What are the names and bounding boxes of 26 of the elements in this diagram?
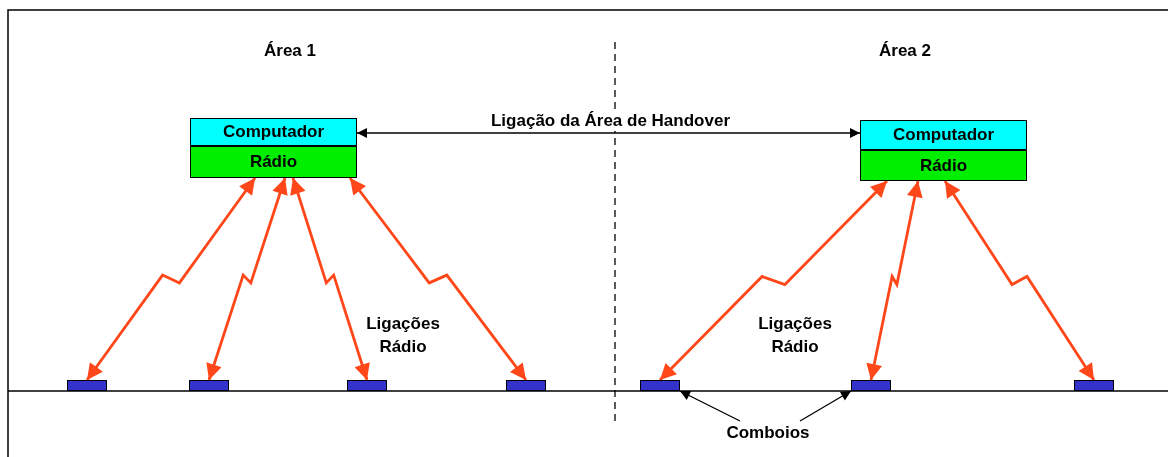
train-label: Comboios (712, 421, 824, 445)
radio-box: Rádio (860, 150, 1027, 181)
train-bar (640, 380, 680, 391)
radio-link-arrow (659, 180, 888, 381)
radio-link-arrow (348, 177, 528, 381)
radio-box: Rádio (190, 146, 357, 178)
train-bar (506, 380, 546, 391)
train-bar (851, 380, 891, 391)
area-title: Área 2 (878, 40, 932, 62)
radio-link-arrow (866, 180, 923, 381)
radio-link-arrow (85, 177, 257, 381)
leader-line (679, 390, 741, 422)
link-arrow (356, 128, 861, 138)
train-bar (189, 380, 229, 391)
leader-line (799, 390, 852, 422)
radio-link-arrow (943, 180, 1096, 381)
radio-link-arrow (206, 177, 288, 381)
train-bar (67, 380, 107, 391)
area-title: Área 1 (263, 40, 317, 62)
computer-box: Computador (860, 120, 1027, 150)
link-caption: Ligações Rádio (365, 313, 441, 358)
link-caption: Ligações Rádio (757, 313, 833, 358)
train-bar (1074, 380, 1114, 391)
train-bar (347, 380, 387, 391)
radio-link-arrow (290, 177, 370, 381)
computer-box: Computador (190, 118, 357, 146)
